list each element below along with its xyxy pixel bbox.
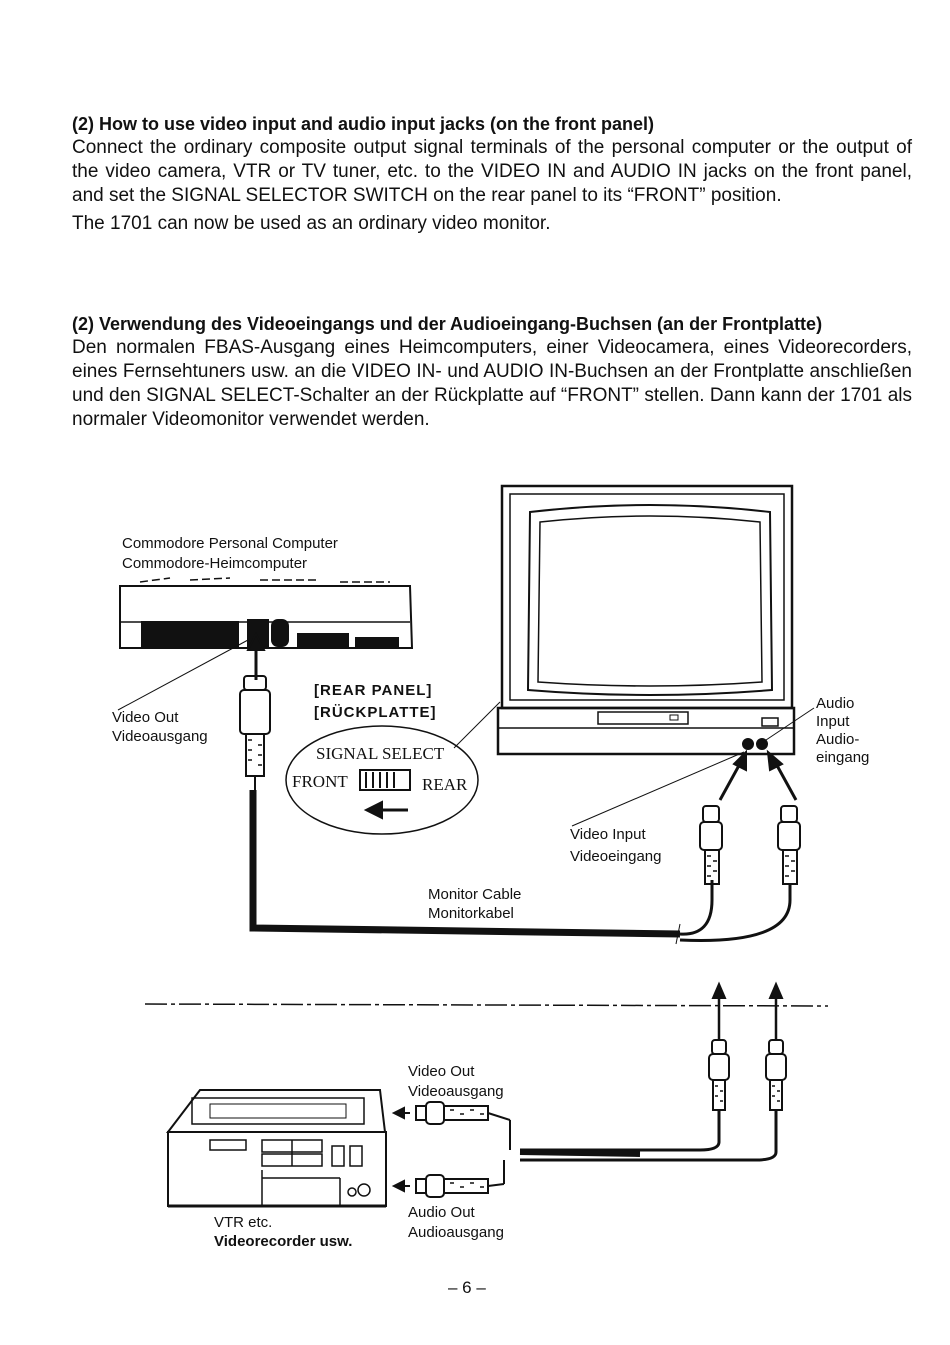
rear-panel-label-en: [REAR PANEL]: [314, 682, 433, 699]
vtr-video-out-label-de: Videoausgang: [408, 1083, 504, 1100]
monitor-cable-label-en: Monitor Cable: [428, 886, 522, 903]
page-number: – 6 –: [448, 1278, 486, 1297]
vtr-connectors: [391, 1101, 511, 1198]
vtr-audio-out-label-en: Audio Out: [408, 1204, 475, 1221]
english-section: (2) How to use video input and audio inp…: [72, 112, 912, 236]
computer-label-en: Commodore Personal Computer: [122, 535, 338, 552]
german-body: Den normalen FBAS-Ausgang eines Heimcomp…: [72, 337, 912, 430]
english-heading: (2) How to use video input and audio inp…: [72, 114, 655, 134]
video-out-label-en: Video Out: [112, 709, 179, 726]
audio-input-label-3: Audio-: [816, 731, 860, 748]
video-out-label-de: Videoausgang: [112, 728, 208, 745]
audio-input-label-1: Audio: [816, 695, 855, 712]
computer-label-de: Commodore-Heimcomputer: [122, 555, 308, 572]
audio-input-label-4: eingang: [816, 749, 870, 766]
english-body: Connect the ordinary composite output si…: [72, 137, 912, 206]
german-section: (2) Verwendung des Videoeingangs und der…: [72, 312, 912, 432]
video-input-label-de: Videoeingang: [570, 848, 662, 865]
rear-panel-label-de: [RÜCKPLATTE]: [314, 704, 437, 721]
vtr-illustration: [165, 1089, 387, 1208]
computer-plug: [239, 675, 271, 790]
vtr-label-de: Videorecorder usw.: [214, 1233, 353, 1250]
monitor-cable-label-de: Monitorkabel: [428, 905, 514, 922]
german-heading: (2) Verwendung des Videoeingangs und der…: [72, 314, 823, 334]
monitor-plugs: [699, 805, 801, 885]
vtr-audio-out-label-de: Audioausgang: [408, 1224, 504, 1241]
english-note: The 1701 can now be used as an ordinary …: [72, 213, 551, 234]
rear-label: REAR: [422, 775, 468, 794]
vtr-label-en: VTR etc.: [214, 1214, 273, 1231]
monitor-illustration: [496, 484, 796, 756]
computer-illustration: [119, 577, 414, 649]
front-label: FRONT: [292, 772, 348, 791]
audio-input-label-2: Input: [816, 713, 850, 730]
video-input-label-en: Video Input: [570, 826, 646, 843]
vtr-video-out-label-en: Video Out: [408, 1063, 475, 1080]
vtr-cable-plugs: [708, 1039, 787, 1111]
signal-select-label: SIGNAL SELECT: [316, 744, 445, 763]
